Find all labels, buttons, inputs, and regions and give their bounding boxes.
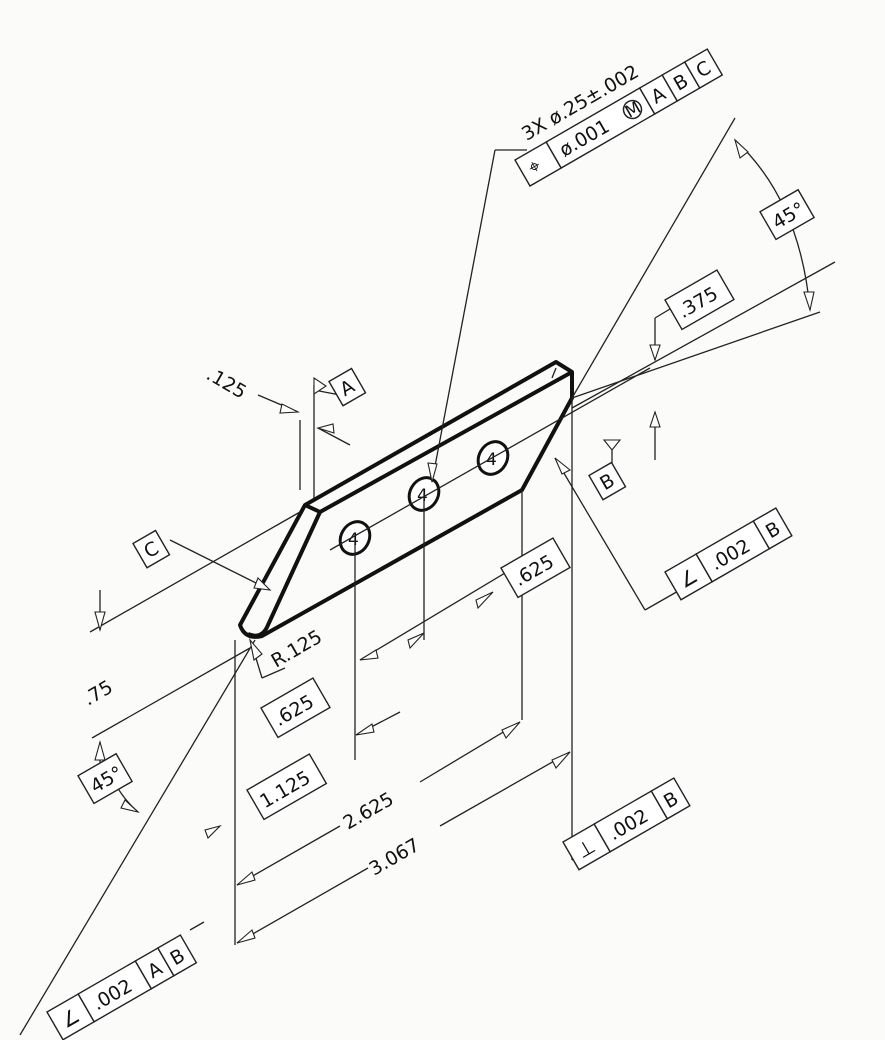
perpendicularity-frame: ⊥ .002 B [562,777,691,871]
angularity-frame-right: ∠ .002 B [664,507,793,601]
dim-625-right: .625 [500,537,571,599]
dimension-lines [99,139,811,944]
svg-text:3.067: 3.067 [366,834,424,880]
svg-text:2.625: 2.625 [340,788,398,834]
dim-3067: 3.067 [366,834,424,880]
svg-text:4: 4 [417,486,428,506]
datum-c: C [132,529,171,569]
dim-625-left: .625 [260,677,331,739]
dim-375: .375 [664,269,735,331]
svg-text:4: 4 [348,530,359,550]
angularity-frame-bottom: ∠ .002 A B [46,934,198,1040]
angle-45-left: 45° [77,752,134,805]
dim-125: .125 [203,363,251,403]
radius-callout: R.125 [268,626,326,672]
dim-75: .75 [80,676,117,710]
dim-2625: 2.625 [340,788,398,834]
datum-a: A [313,367,367,407]
position-tolerance-frame: ⌖ ø.001 M A B C [514,48,724,187]
part-outline [238,360,574,639]
svg-text:.125: .125 [203,363,251,403]
extension-lines [19,117,836,1036]
svg-text:R.125: R.125 [268,626,326,672]
angle-45-top: 45° [759,188,816,241]
datum-b: B [588,439,627,501]
svg-text:.75: .75 [80,676,117,710]
arrowheads [94,138,815,944]
dim-1125: 1.125 [246,753,328,821]
svg-text:4: 4 [486,450,497,470]
hole-1: 4 [338,520,372,556]
mmc-icon [622,99,643,120]
